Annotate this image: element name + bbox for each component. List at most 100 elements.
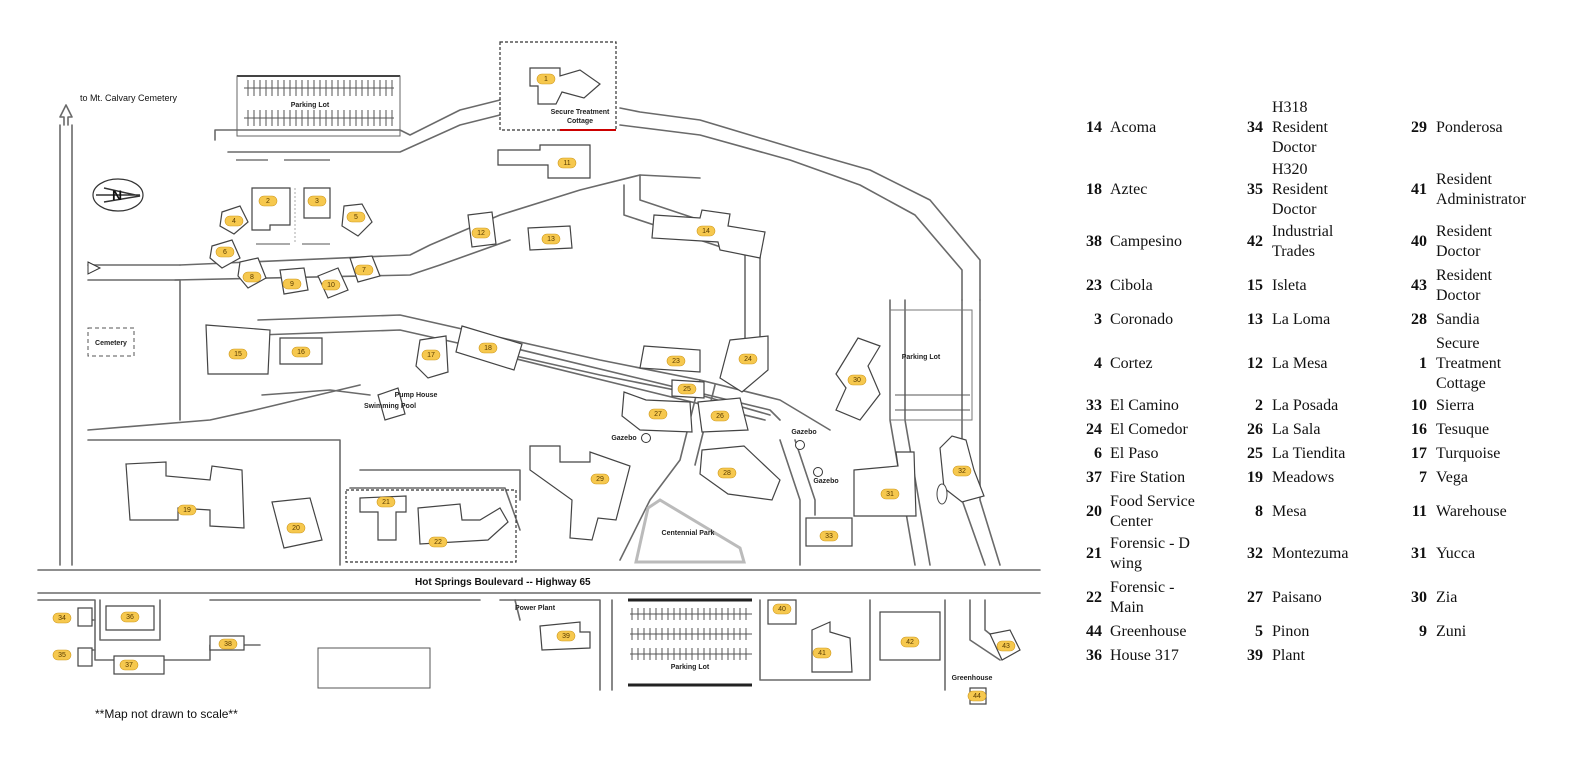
building-marker-number: 1 — [544, 76, 548, 83]
building-marker-number: 11 — [563, 160, 570, 167]
legend-number: 23 — [1086, 277, 1102, 294]
highway-label: Hot Springs Boulevard -- Highway 65 — [415, 577, 591, 588]
building-marker-number: 40 — [778, 606, 786, 613]
building-marker-21: 21 — [376, 496, 396, 508]
building-marker-25: 25 — [677, 383, 697, 395]
legend-name: House 317 — [1110, 647, 1179, 664]
legend-name: Forensic -Main — [1110, 579, 1174, 616]
building-marker-number: 2 — [266, 198, 270, 205]
legend-name: La Sala — [1272, 421, 1320, 438]
building-marker-18: 18 — [478, 342, 498, 354]
building-marker-number: 16 — [297, 349, 305, 356]
building-34 — [77, 607, 93, 627]
legend-name: Coronado — [1110, 311, 1173, 328]
gazebo-label-1: Gazebo — [611, 435, 636, 442]
legend-entry-31: 31 Yucca — [1411, 545, 1475, 562]
forensic-compound-fence — [345, 489, 517, 563]
legend-number: 3 — [1094, 311, 1102, 328]
legend-name: El Camino — [1110, 397, 1179, 414]
building-marker-32: 32 — [952, 465, 972, 477]
legend-number: 25 — [1247, 445, 1263, 462]
building-marker-3: 3 — [307, 195, 327, 207]
building-marker-number: 39 — [562, 633, 570, 640]
building-marker-number: 15 — [234, 351, 242, 358]
greenhouse-label: Greenhouse — [952, 675, 993, 682]
legend-name: La Loma — [1272, 311, 1330, 328]
legend-number: 44 — [1086, 623, 1102, 640]
building-marker-number: 26 — [716, 413, 724, 420]
building-31 — [853, 451, 917, 517]
building-marker-1: 1 — [536, 73, 556, 85]
legend-number: 27 — [1247, 589, 1263, 606]
legend-entry-18: 18 Aztec — [1086, 181, 1147, 198]
legend-number: 18 — [1086, 181, 1102, 198]
legend-number: 31 — [1411, 545, 1427, 562]
legend-number: 10 — [1411, 397, 1427, 414]
legend-number: 29 — [1411, 119, 1427, 136]
legend-name: Cibola — [1110, 277, 1153, 294]
building-marker-number: 14 — [702, 228, 710, 235]
legend-name: Fire Station — [1110, 469, 1185, 486]
building-marker-number: 38 — [224, 641, 232, 648]
building-marker-number: 19 — [183, 507, 191, 514]
legend-entry-27: 27 Paisano — [1247, 589, 1322, 606]
building-marker-42: 42 — [900, 636, 920, 648]
buildings — [77, 144, 1021, 705]
cemetery-label: Cemetery — [95, 340, 127, 347]
building-marker-41: 41 — [812, 647, 832, 659]
legend-number: 15 — [1247, 277, 1263, 294]
building-marker-number: 8 — [250, 274, 254, 281]
legend-name: Aztec — [1110, 181, 1147, 198]
building-41 — [811, 621, 853, 673]
building-marker-40: 40 — [772, 603, 792, 615]
legend-number: 22 — [1086, 589, 1102, 606]
legend-name: Meadows — [1272, 469, 1334, 486]
pump-house-label: Pump House — [395, 392, 438, 399]
legend-name: Paisano — [1272, 589, 1322, 606]
building-marker-35: 35 — [52, 649, 72, 661]
building-marker-36: 36 — [120, 611, 140, 623]
building-marker-number: 27 — [654, 411, 662, 418]
legend-name: Warehouse — [1436, 503, 1507, 520]
building-marker-39: 39 — [556, 630, 576, 642]
building-marker-26: 26 — [710, 410, 730, 422]
building-marker-43: 43 — [996, 640, 1016, 652]
parking-lot-east: Parking Lot — [889, 309, 973, 421]
legend-name: Sandia — [1436, 311, 1480, 328]
legend-name: Sierra — [1436, 397, 1474, 414]
legend-number: 6 — [1094, 445, 1102, 462]
legend-number: 41 — [1411, 181, 1427, 198]
building-marker-number: 7 — [362, 267, 366, 274]
centennial-park: Centennial Park — [634, 498, 746, 564]
parking-lot-south-label: Parking Lot — [671, 664, 710, 671]
building-marker-7: 7 — [354, 264, 374, 276]
legend-name: Mesa — [1272, 503, 1307, 520]
gazebos: Gazebo Gazebo Gazebo — [611, 429, 838, 485]
legend-number: 43 — [1411, 277, 1427, 294]
building-marker-number: 13 — [547, 236, 555, 243]
legend-name: Yucca — [1436, 545, 1475, 562]
power-plant-label: Power Plant — [515, 605, 556, 612]
building-marker-30: 30 — [847, 374, 867, 386]
legend-number: 5 — [1255, 623, 1263, 640]
legend-number: 2 — [1255, 397, 1263, 414]
building-marker-20: 20 — [286, 522, 306, 534]
scale-note: **Map not drawn to scale** — [95, 707, 238, 721]
building-marker-number: 17 — [427, 352, 435, 359]
building-marker-number: 18 — [484, 345, 492, 352]
legend-name: Tesuque — [1436, 421, 1489, 438]
